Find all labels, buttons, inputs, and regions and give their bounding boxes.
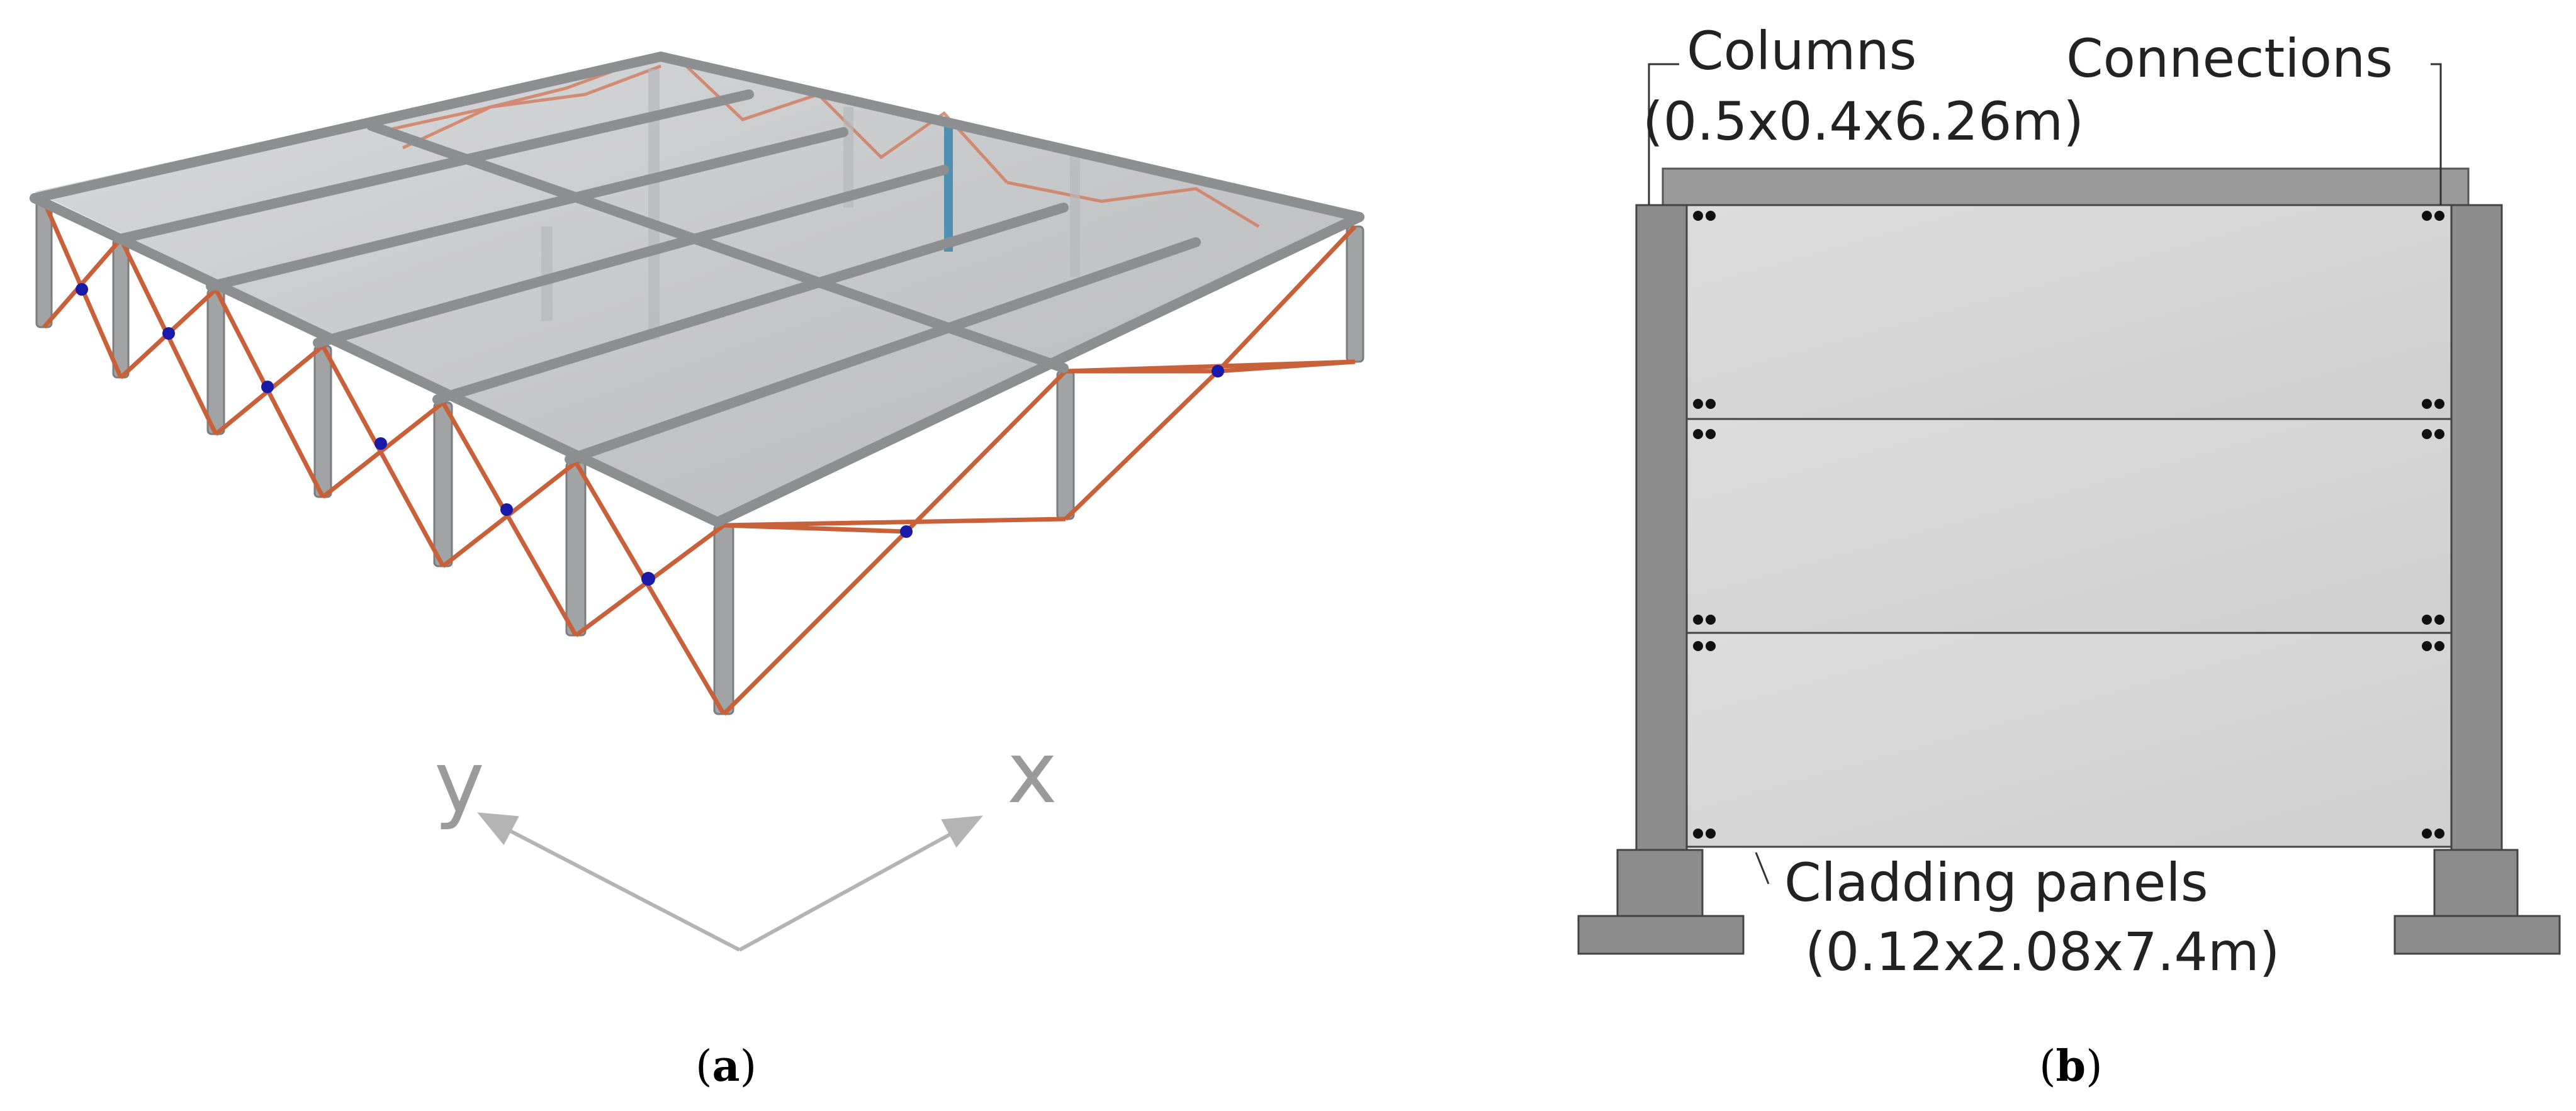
caption-a-letter: a — [712, 1041, 740, 1091]
left-foundation — [1577, 849, 1745, 955]
right-column — [2450, 204, 2503, 851]
cladding-panel-1 — [1682, 204, 2453, 420]
roof-slab — [35, 53, 1359, 519]
caption-b: (b) — [2039, 1041, 2103, 1091]
top-beam — [1662, 167, 2470, 206]
columns-dimension-label: (0.5x0.4x6.26m) — [1643, 91, 2084, 152]
axis-x-label: x — [1007, 723, 1057, 822]
panel-a-3d-frame: y x (a) — [30, 52, 1364, 1091]
axis-y-label: y — [434, 733, 485, 832]
connections-label: Connections — [2066, 28, 2393, 89]
connection-points — [1693, 211, 2444, 839]
front-bracing — [722, 225, 1357, 716]
caption-b-letter: b — [2056, 1041, 2086, 1091]
highlighted-column — [944, 126, 953, 252]
bracing-nodes — [76, 283, 1224, 586]
cladding-label: Cladding panels — [1784, 852, 2208, 913]
roof-beams — [30, 52, 1364, 527]
cladding-panel-3 — [1682, 632, 2453, 848]
left-column — [1635, 204, 1688, 851]
cladding-panel-2 — [1682, 418, 2453, 634]
panel-b-elevation: Columns (0.5x0.4x6.26m) Connections Clad… — [1577, 20, 2561, 1091]
right-foundation — [2393, 849, 2561, 955]
axis-arrows — [477, 812, 983, 952]
caption-a: (a) — [695, 1041, 756, 1091]
leader-lines — [1648, 63, 2442, 885]
columns-label: Columns — [1687, 20, 1916, 82]
cladding-dimension-label: (0.12x2.08x7.4m) — [1805, 921, 2280, 983]
